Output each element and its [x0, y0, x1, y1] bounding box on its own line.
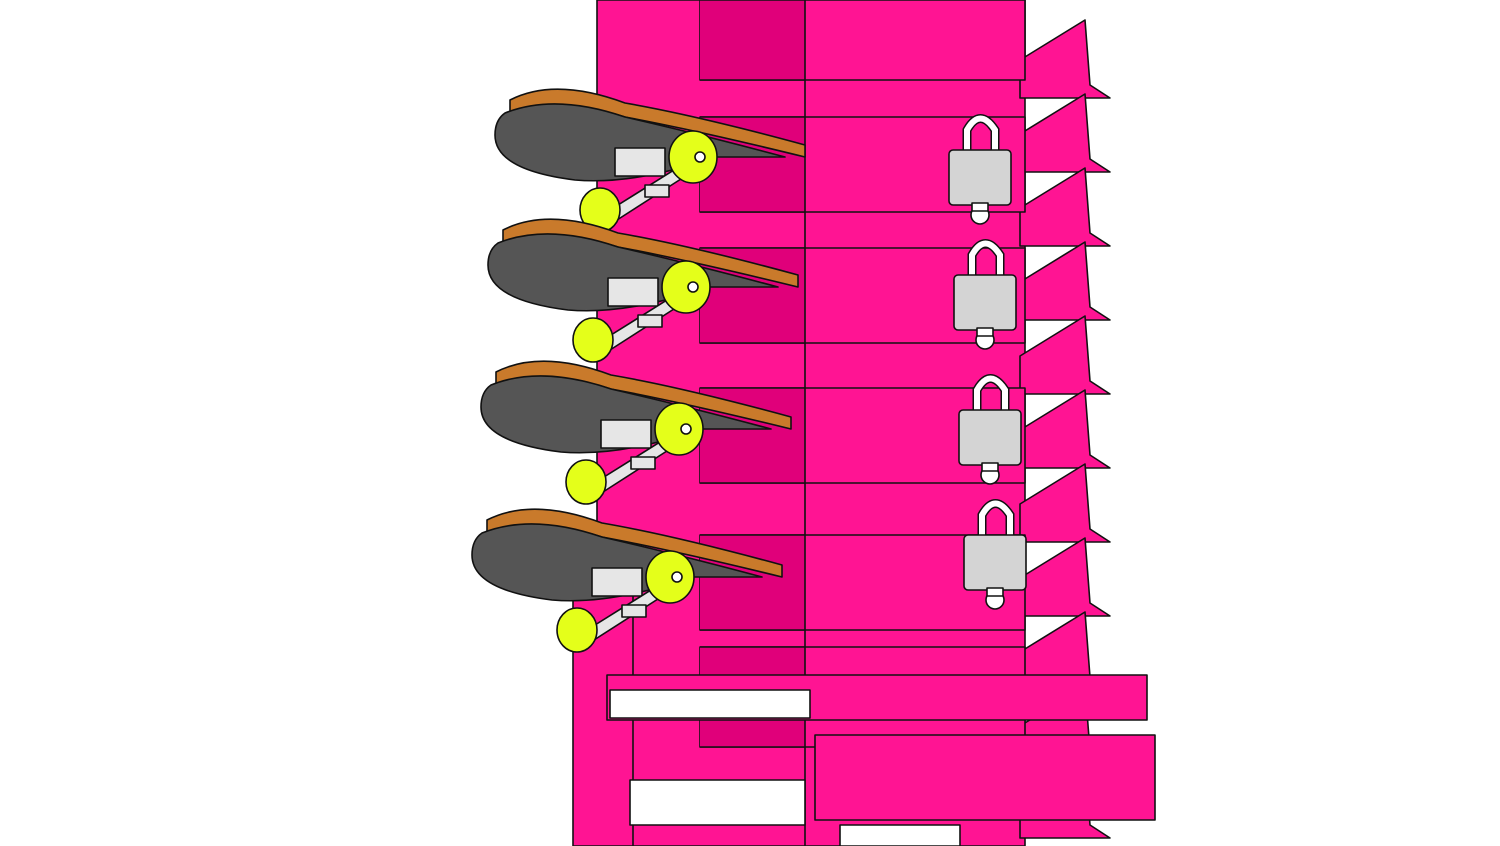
- side-rail: [1019, 537, 1111, 617]
- skateboard: [494, 88, 806, 233]
- base-foot-gap: [839, 824, 961, 846]
- truck-hanger: [637, 314, 663, 328]
- truck-baseplate: [614, 147, 666, 177]
- truck-hanger: [630, 456, 656, 470]
- wheel-icon: [645, 550, 695, 604]
- wheel-icon: [572, 317, 614, 363]
- padlocks: [948, 114, 1027, 610]
- lock-shackle-inner: [964, 115, 998, 155]
- key-shaft: [976, 327, 994, 337]
- skateboard: [480, 360, 792, 505]
- shelf-front-face: [700, 0, 806, 81]
- wheel-hub: [687, 281, 699, 293]
- wheel-icon: [565, 459, 607, 505]
- truck-hanger: [644, 184, 670, 198]
- truck-hanger: [621, 604, 647, 618]
- padlock-icon: [953, 239, 1017, 350]
- wheel-icon: [556, 607, 598, 653]
- key-shaft: [981, 462, 999, 472]
- lock-body: [958, 409, 1022, 466]
- key-shaft: [971, 202, 989, 212]
- wheel-icon: [661, 260, 711, 314]
- side-rail: [1019, 315, 1111, 395]
- lock-shackle-inner: [969, 240, 1003, 280]
- side-rail: [1019, 241, 1111, 321]
- wheel-icon: [668, 130, 718, 184]
- wheel-hub: [680, 423, 692, 435]
- side-rail: [1019, 463, 1111, 543]
- wheel-hub: [671, 571, 683, 583]
- key-shaft: [986, 587, 1004, 597]
- side-rail: [1019, 167, 1111, 247]
- base-gap: [629, 779, 806, 826]
- padlock-icon: [948, 114, 1012, 225]
- truck-baseplate: [591, 567, 643, 597]
- lock-shackle-inner: [974, 375, 1008, 415]
- padlock-icon: [963, 499, 1027, 610]
- base-box: [814, 734, 1156, 821]
- lock-body: [948, 149, 1012, 206]
- wheel-icon: [654, 402, 704, 456]
- crossbar-gap: [609, 689, 811, 719]
- wheel-hub: [694, 151, 706, 163]
- skateboard: [487, 218, 799, 363]
- truck-baseplate: [600, 419, 652, 449]
- side-rail: [1019, 19, 1111, 99]
- side-rail: [1019, 389, 1111, 469]
- truck-baseplate: [607, 277, 659, 307]
- side-rail: [1019, 93, 1111, 173]
- lock-shackle-inner: [979, 500, 1013, 540]
- padlock-icon: [958, 374, 1022, 485]
- skateboards: [471, 88, 806, 653]
- skateboard: [471, 508, 783, 653]
- lock-body: [963, 534, 1027, 591]
- lock-body: [953, 274, 1017, 331]
